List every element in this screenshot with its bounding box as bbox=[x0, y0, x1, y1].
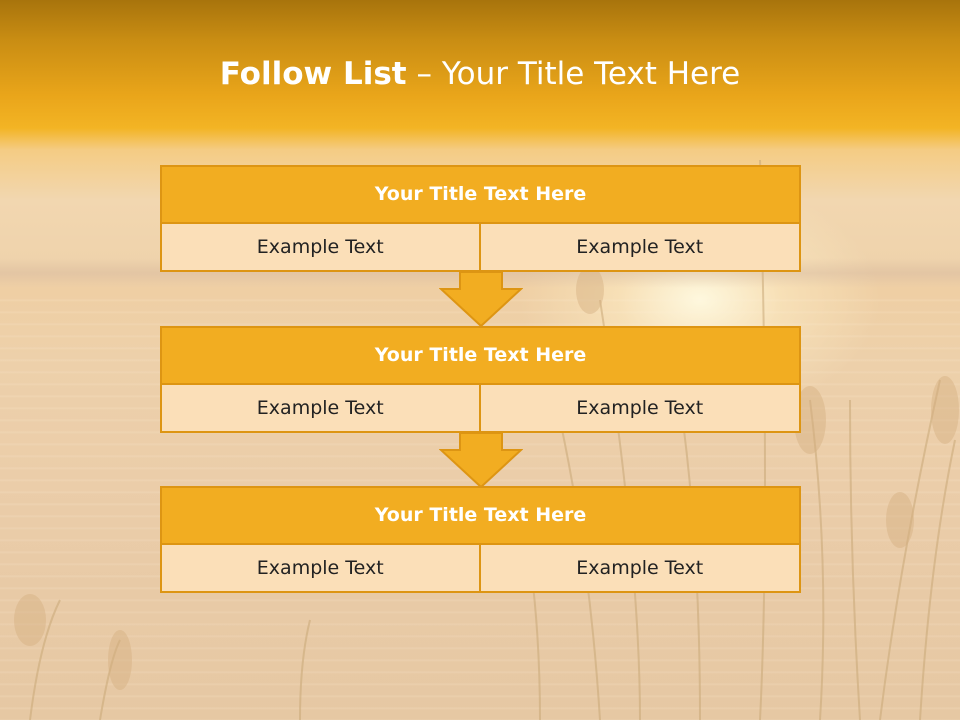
block-title: Your Title Text Here bbox=[160, 486, 801, 545]
block-cell-left: Example Text bbox=[160, 545, 481, 593]
down-arrow-icon bbox=[439, 271, 523, 327]
block-cell-right: Example Text bbox=[480, 545, 801, 593]
block-title: Your Title Text Here bbox=[160, 326, 801, 385]
block-cell-right: Example Text bbox=[480, 224, 801, 272]
slide-title: Follow List – Your Title Text Here bbox=[0, 56, 960, 92]
list-block-2: Your Title Text Here Example Text Exampl… bbox=[160, 326, 801, 433]
block-cell-left: Example Text bbox=[160, 385, 481, 433]
block-title: Your Title Text Here bbox=[160, 165, 801, 224]
block-cell-left: Example Text bbox=[160, 224, 481, 272]
block-row: Example Text Example Text bbox=[160, 545, 801, 593]
block-cell-right: Example Text bbox=[480, 385, 801, 433]
block-row: Example Text Example Text bbox=[160, 385, 801, 433]
slide-title-bold: Follow List bbox=[219, 56, 407, 92]
list-block-3: Your Title Text Here Example Text Exampl… bbox=[160, 486, 801, 593]
list-block-1: Your Title Text Here Example Text Exampl… bbox=[160, 165, 801, 272]
slide-title-rest: – Your Title Text Here bbox=[406, 56, 741, 92]
down-arrow-icon bbox=[439, 432, 523, 488]
block-row: Example Text Example Text bbox=[160, 224, 801, 272]
